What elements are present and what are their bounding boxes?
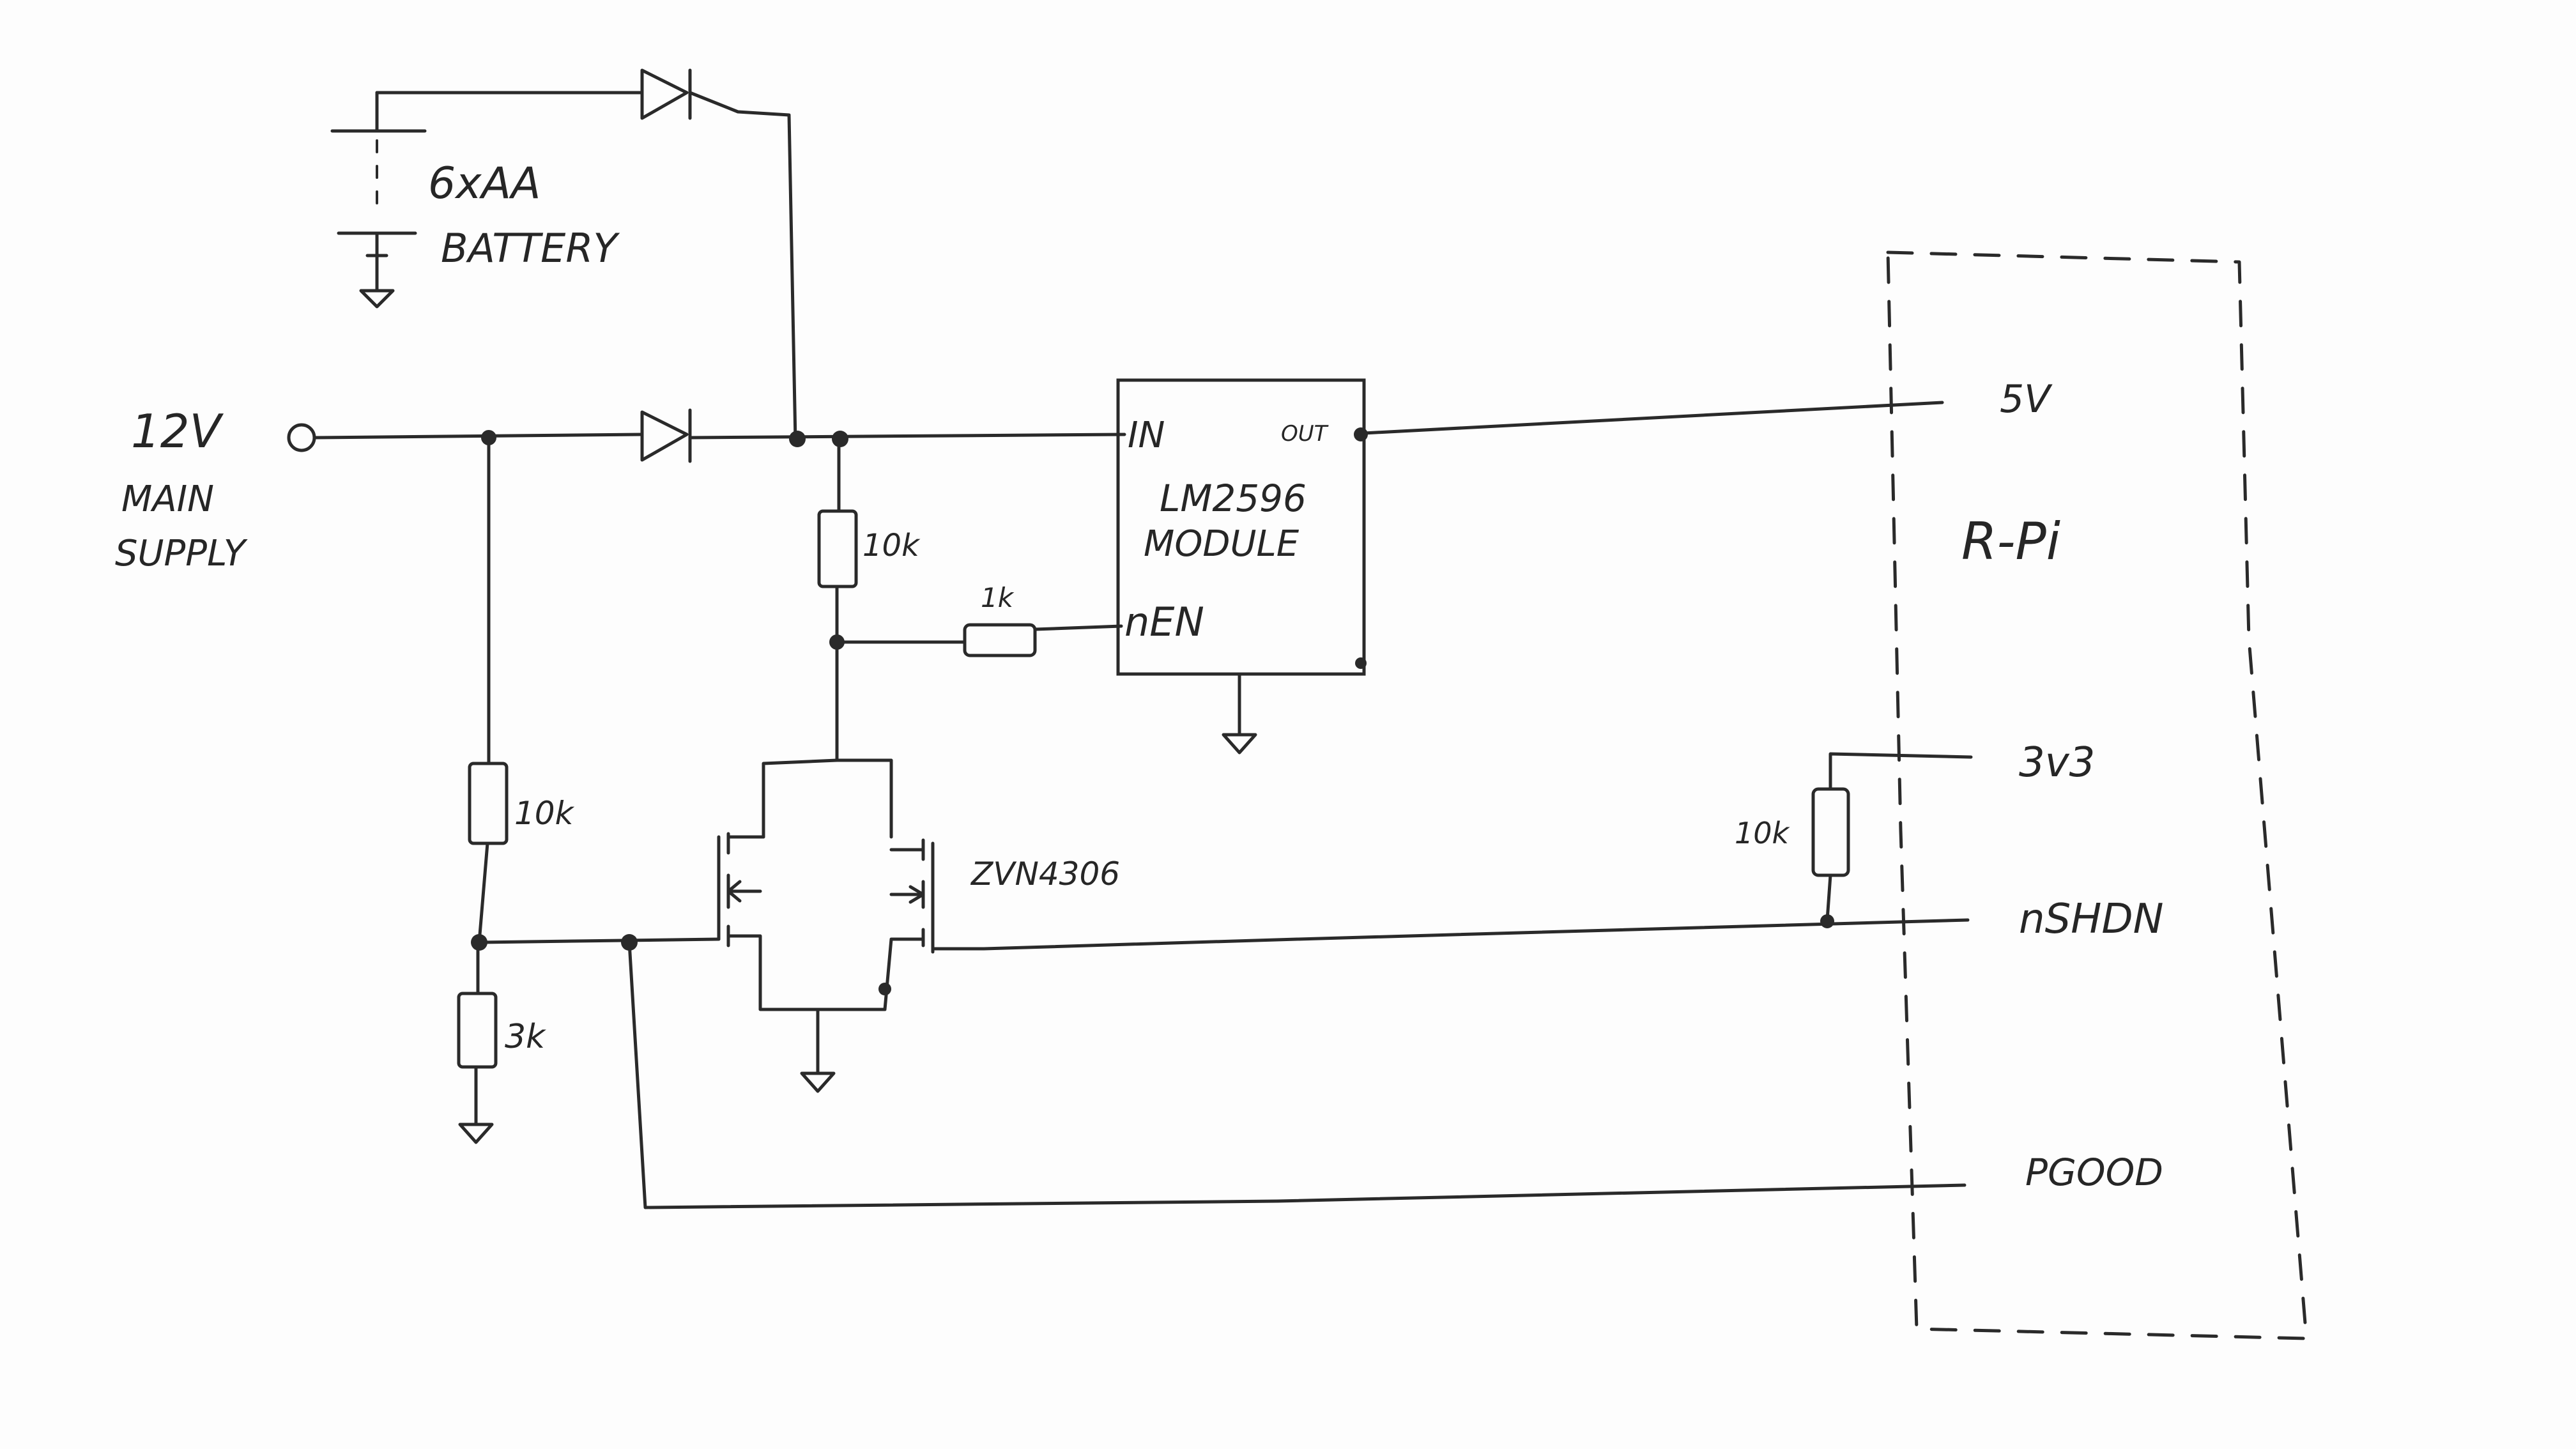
en-input-wire [1033, 624, 1123, 631]
resistor-en-series [963, 623, 1037, 657]
gate-wire [477, 937, 721, 944]
resistor-en-pullup-label: 10k [862, 528, 921, 564]
supply-label-line2: SUPPLY [115, 533, 248, 574]
diode-to-regulator-wire [688, 433, 1126, 440]
ground-symbol [1222, 733, 1257, 755]
pgood-wire [627, 940, 1966, 1209]
mosfet-to-nshdn-wire [931, 918, 1970, 951]
junction-dot [1354, 427, 1368, 441]
battery-label-line1: 6xAA [428, 158, 541, 209]
battery-symbol [330, 91, 644, 309]
junction-dot [832, 431, 848, 447]
resistor-en-series-label: 1k [981, 582, 1015, 613]
ground-symbol [458, 1123, 494, 1144]
mosfet-part-label: ZVN4306 [970, 855, 1120, 893]
rpi-name: R-Pi [1961, 512, 2060, 571]
rpi-pin-nshdn-label: nSHDN [2019, 896, 2163, 943]
regulator-name-line2: MODULE [1144, 523, 1300, 565]
resistor-3v3-pullup-label: 10k [1735, 816, 1791, 850]
regulator-enable-label: nEN [1124, 599, 1204, 645]
regulator-out-label: OUT [1281, 421, 1329, 447]
rpi-box [1886, 250, 2308, 1340]
divider-mid-wire [477, 841, 489, 944]
main-diode [640, 408, 692, 463]
regulator-in-label: IN [1128, 415, 1165, 456]
regulator-out-wire [1362, 401, 1944, 435]
resistor-divider-top [468, 762, 509, 845]
supply-label-line1: MAIN [121, 479, 214, 520]
rpi-pin-5v-label: 5V [2000, 377, 2053, 422]
resistor-en-pullup [817, 509, 858, 588]
junction-dot [1820, 914, 1834, 928]
pullup-3v3-wire [1828, 752, 1973, 791]
supply-input-wire [312, 433, 644, 440]
rpi-pin-pgood-label: PGOOD [2025, 1151, 2163, 1194]
supply-voltage-label: 12V [131, 404, 224, 458]
regulator-name-line1: LM2596 [1160, 477, 1307, 520]
rpi-pin-3v3-label: 3v3 [2019, 739, 2095, 786]
supply-input-terminal [287, 423, 316, 452]
junction-dot [1355, 657, 1367, 669]
resistor-divider-bottom [457, 992, 498, 1069]
resistor-divider-top-label: 10k [514, 795, 575, 832]
battery-diode [640, 68, 692, 120]
resistor-divider-bottom-label: 3k [505, 1018, 546, 1056]
pullup-to-nshdn-wire [1825, 873, 1832, 922]
mosfet-symbol [717, 758, 935, 1093]
battery-diode-wire [688, 91, 797, 443]
battery-label-line2: BATTERY [441, 225, 620, 272]
junction-dot [789, 431, 806, 447]
resistor-3v3-pullup [1811, 787, 1850, 877]
